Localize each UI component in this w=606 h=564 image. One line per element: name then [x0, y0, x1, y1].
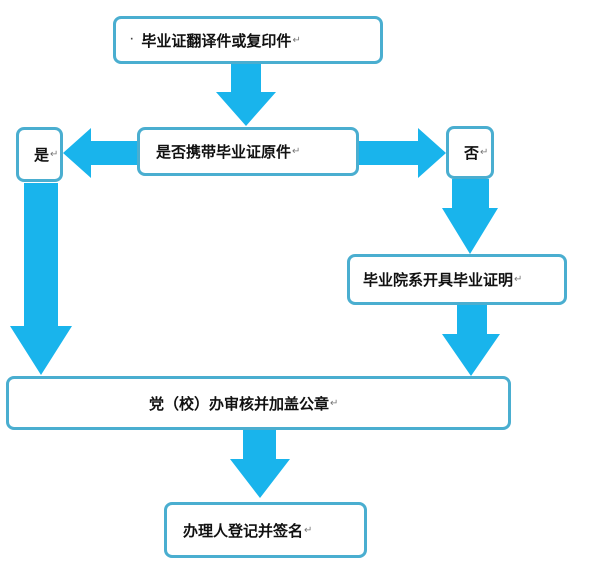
paragraph-mark: ↵	[50, 149, 59, 160]
node-review-text: 党（校）办审核并加盖公章	[149, 394, 330, 413]
node-copy: · 毕业证翻译件或复印件↵	[113, 16, 383, 64]
paragraph-mark: ↵	[514, 274, 523, 285]
paragraph-mark: ↵	[292, 146, 301, 157]
node-certificate-text: 毕业院系开具毕业证明	[363, 271, 514, 289]
arrow-review-to-register	[230, 430, 290, 498]
node-question: 是否携带毕业证原件↵	[137, 127, 359, 176]
bullet-dot: ·	[130, 35, 134, 45]
node-copy-text: 毕业证翻译件或复印件	[141, 31, 292, 50]
node-register-text: 办理人登记并签名	[183, 521, 304, 540]
paragraph-mark: ↵	[292, 34, 301, 46]
node-no-text: 否	[464, 144, 480, 162]
node-yes-text: 是	[34, 146, 50, 164]
arrow-copy-to-question	[216, 64, 276, 126]
node-question-text: 是否携带毕业证原件	[156, 143, 292, 161]
arrow-yes-to-review	[10, 183, 72, 375]
node-register: 办理人登记并签名↵	[164, 502, 367, 558]
node-no: 否↵	[446, 126, 494, 179]
paragraph-mark: ↵	[330, 397, 339, 409]
node-certificate: 毕业院系开具毕业证明↵	[347, 254, 567, 305]
node-yes: 是↵	[16, 127, 63, 182]
arrow-no-to-certificate	[442, 179, 498, 254]
paragraph-mark: ↵	[480, 147, 489, 158]
arrow-certificate-to-review	[442, 305, 500, 376]
arrow-question-to-no	[358, 128, 446, 178]
arrow-question-to-yes	[63, 128, 138, 178]
paragraph-mark: ↵	[304, 524, 313, 536]
node-review: 党（校）办审核并加盖公章↵	[6, 376, 511, 430]
